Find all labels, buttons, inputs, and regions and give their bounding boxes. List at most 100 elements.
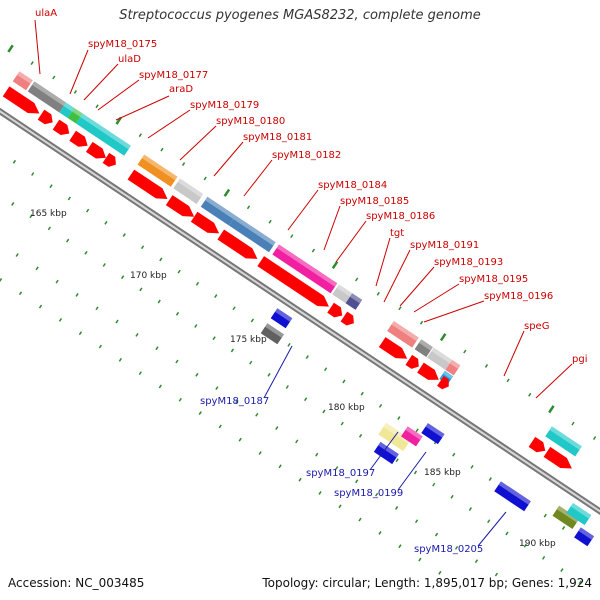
gene-label-upper-11: spyM18_0186 — [366, 211, 435, 222]
gene-upper-3 — [67, 108, 83, 124]
gene-upper-11 — [345, 293, 363, 310]
gene-upper-1-shine — [32, 81, 67, 106]
tick-2-156 — [84, 250, 88, 255]
tick-3-268 — [155, 346, 159, 351]
tick-2-222 — [139, 287, 143, 292]
gene-lower-6 — [494, 481, 531, 512]
tick-1-508 — [397, 416, 401, 420]
tick-0-422 — [376, 291, 380, 296]
tick-4-100 — [0, 278, 3, 282]
gene-upper-6-shape — [173, 178, 204, 204]
gene-lower-3 — [401, 426, 423, 447]
gene-red-18 — [543, 446, 572, 469]
gene-label-upper-6: spyM18_0180 — [216, 116, 285, 127]
leader-upper-17 — [503, 330, 525, 377]
tick-4-364 — [218, 424, 222, 429]
tick-1-112 — [67, 196, 71, 201]
gene-red-1-shape — [37, 109, 53, 125]
leader-upper-9 — [287, 189, 319, 231]
gene-label-lower-3: spyM18_0205 — [414, 544, 483, 555]
gene-label-upper-2: ulaD — [118, 54, 141, 65]
gene-upper-13 — [414, 339, 433, 358]
gene-red-3 — [69, 130, 88, 147]
gene-lower-4-shape — [421, 423, 445, 445]
tick-3-676 — [494, 572, 499, 577]
tick-1-618 — [488, 477, 492, 482]
gene-red-1 — [37, 109, 53, 125]
tick-0-136 — [138, 133, 142, 138]
gene-label-upper-1: spyM18_0175 — [88, 39, 157, 50]
tick-3-484 — [335, 466, 339, 470]
tick-0-396 — [355, 277, 359, 282]
tick-3-532 — [375, 492, 379, 497]
gene-labels: ulaAspyM18_0175ulaDspyM18_0177araDspyM18… — [35, 8, 587, 555]
gene-upper-12-shine — [391, 321, 419, 342]
gene-lower-5-shape — [373, 441, 399, 465]
tick-1-398 — [305, 355, 309, 359]
gene-red-8 — [190, 211, 220, 234]
gene-upper-17-shape — [545, 426, 582, 457]
gene-upper-17 — [545, 426, 582, 457]
tick-4-460 — [298, 477, 302, 482]
tick-4-532 — [358, 517, 362, 522]
tick-1-266 — [195, 281, 200, 286]
gene-red-14 — [405, 354, 419, 369]
gene-red-7 — [165, 195, 195, 217]
gene-upper-6 — [173, 178, 204, 204]
gene-red-4-shape — [85, 141, 106, 159]
gene-upper-10 — [332, 284, 353, 304]
tick-3-604 — [434, 532, 439, 537]
tick-0-448 — [398, 306, 402, 311]
gene-red-12-shape — [340, 311, 354, 326]
gene-label-lower-0: spyM18_0187 — [200, 396, 269, 407]
tick-4-628 — [438, 570, 442, 575]
tick-0-526 — [463, 349, 467, 354]
tick-1-420 — [323, 367, 328, 372]
tick-4-244 — [118, 357, 122, 362]
tick-1-706 — [561, 525, 566, 530]
gene-red-11 — [327, 302, 343, 318]
gene-red-3-shape — [69, 130, 88, 147]
kbp-label-5: 190 kbp — [519, 539, 556, 549]
gene-upper-8-shape — [229, 215, 276, 253]
tick-4-148 — [38, 304, 43, 309]
gene-lower-3-shape — [401, 426, 423, 447]
gene-upper-2 — [59, 102, 75, 118]
gene-lower-0-shine — [265, 323, 284, 338]
gene-lower-4 — [421, 423, 445, 445]
tick-2-354 — [249, 360, 253, 365]
gene-upper-14-shape — [427, 347, 453, 370]
leader-lower-3 — [477, 511, 507, 547]
tick-2-728 — [560, 568, 564, 572]
gene-upper-0 — [12, 71, 33, 91]
tick-2-244 — [157, 299, 161, 304]
tick-1-442 — [342, 379, 346, 384]
tick-0-474 — [419, 320, 424, 325]
gene-upper-10-shine — [336, 284, 353, 297]
tick-4-556 — [378, 530, 382, 535]
leader-upper-10 — [323, 205, 341, 251]
gene-red-10-shape — [257, 256, 329, 307]
gene-red-16-shape — [437, 375, 449, 390]
tick-3-316 — [195, 372, 199, 377]
gene-upper-9-shine — [276, 244, 338, 287]
tick-0-32 — [52, 75, 56, 80]
gene-label-upper-7: spyM18_0181 — [243, 132, 312, 143]
gene-label-upper-10: spyM18_0185 — [340, 196, 409, 207]
gene-label-lower-1: spyM18_0197 — [306, 468, 375, 479]
tick-4-412 — [258, 451, 262, 455]
tick-3-412 — [275, 426, 279, 430]
tick-2-178 — [102, 263, 106, 267]
gene-lower-9 — [574, 527, 595, 547]
tick-1-684 — [543, 513, 547, 518]
leader-upper-16 — [423, 300, 485, 323]
topology-text: Topology: circular; Length: 1,895,017 bp… — [262, 576, 592, 590]
leader-upper-7 — [213, 141, 244, 177]
tick-3-172 — [75, 293, 79, 297]
gene-lower-8-shine — [570, 502, 592, 519]
gene-upper-7-shape — [200, 196, 236, 226]
gene-red-15 — [417, 362, 439, 380]
gene-lower-6-shine — [498, 481, 531, 505]
gene-upper-13-shape — [414, 339, 433, 358]
